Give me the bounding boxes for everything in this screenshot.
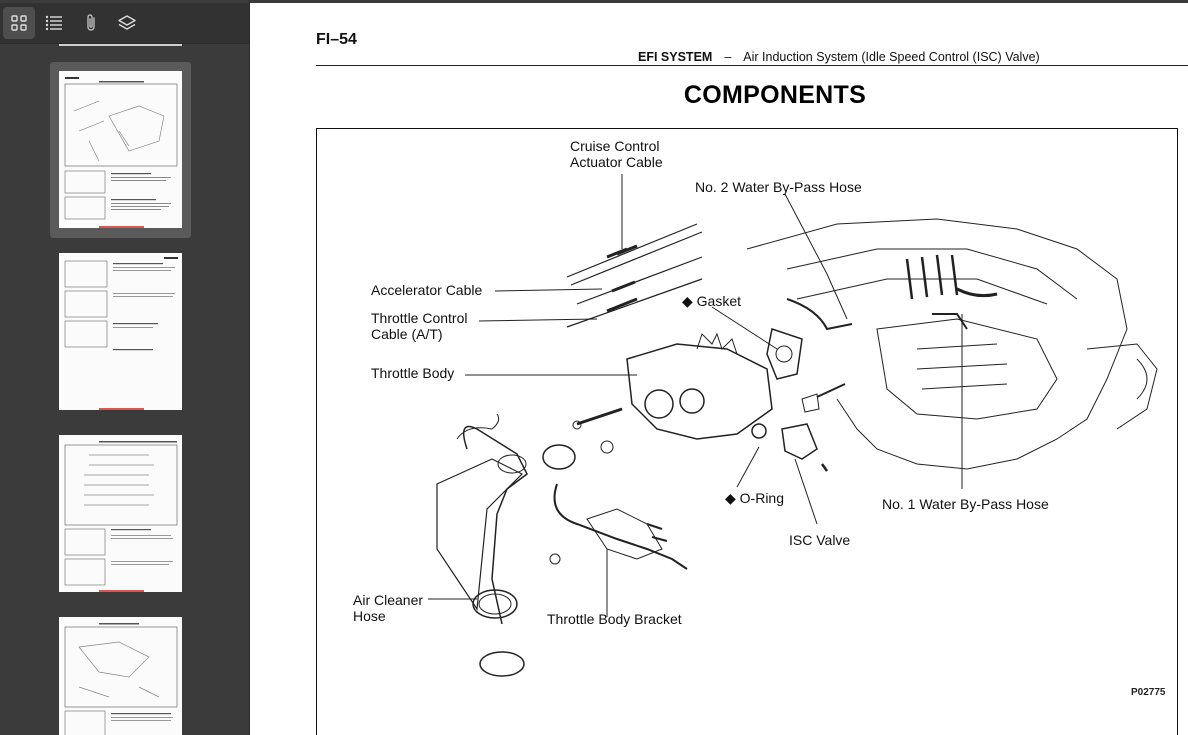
attachments-button[interactable]	[75, 7, 107, 39]
label-throttle-body-bracket: Throttle Body Bracket	[547, 611, 682, 627]
thumbnail-list	[0, 44, 249, 735]
sidebar-toolbar	[0, 3, 249, 44]
label-isc-valve: ISC Valve	[789, 532, 851, 548]
label-air-cleaner-line1: Air Cleaner	[353, 592, 424, 608]
throttle-body-shape	[626, 343, 773, 440]
thumbnails-button[interactable]	[3, 7, 35, 39]
header-separator: –	[724, 50, 732, 64]
attachments-icon	[87, 14, 95, 31]
label-cruise-control-line1: Cruise Control	[570, 138, 660, 154]
outline-icon	[45, 15, 62, 31]
label-throttle-control-line1: Throttle Control	[371, 310, 468, 326]
outline-button[interactable]	[38, 7, 70, 39]
page-thumbnail-fi-54[interactable]	[59, 71, 182, 228]
label-no2-water-bypass-hose: No. 2 Water By-Pass Hose	[695, 179, 862, 195]
layers-icon	[118, 15, 136, 30]
label-accelerator-cable: Accelerator Cable	[371, 282, 483, 298]
thumbnails-icon	[11, 15, 27, 31]
window-top-border	[0, 0, 1188, 3]
components-diagram: Cruise Control Actuator Cable No. 2 Wate…	[316, 128, 1178, 735]
layers-button[interactable]	[111, 7, 143, 39]
page-number: FI–54	[316, 31, 357, 48]
thumbnail-preview	[64, 257, 178, 351]
label-gasket: ◆ Gasket	[682, 293, 742, 309]
page-heading: COMPONENTS	[683, 81, 867, 109]
label-throttle-body: Throttle Body	[371, 365, 455, 381]
o-ring-shape	[751, 423, 767, 439]
label-cruise-control-line2: Actuator Cable	[570, 154, 663, 170]
page-thumbnail-fi-56[interactable]	[59, 435, 182, 592]
section-header: EFI SYSTEM–Air Induction System (Idle Sp…	[638, 50, 1040, 64]
air-cleaner-hose-shape	[462, 425, 528, 625]
thumbnail-preview	[64, 623, 178, 735]
isc-valve-shape	[781, 423, 818, 460]
figure-code: P02775	[1131, 687, 1166, 698]
diagram-drawing	[428, 174, 1158, 677]
page-thumbnail-previous[interactable]	[59, 44, 182, 46]
throttle-body-bracket-shape	[553, 483, 688, 570]
header-rule	[316, 65, 1188, 66]
label-o-ring: ◆ O-Ring	[725, 490, 785, 506]
label-no1-water-bypass-hose: No. 1 Water By-Pass Hose	[882, 496, 1049, 512]
thumbnail-sidebar	[0, 0, 250, 735]
page-thumbnail-fi-55[interactable]	[59, 253, 182, 410]
engine-outline	[746, 218, 1128, 470]
document-page: FI–54 EFI SYSTEM–Air Induction System (I…	[250, 3, 1188, 735]
label-air-cleaner-line2: Hose	[353, 608, 386, 624]
page-thumbnail-fi-57[interactable]	[59, 617, 182, 735]
label-throttle-control-line2: Cable (A/T)	[371, 326, 443, 342]
subsection-title: Air Induction System (Idle Speed Control…	[743, 50, 1040, 64]
section-title: EFI SYSTEM	[638, 50, 713, 64]
thumbnail-preview	[64, 77, 178, 220]
thumbnail-preview	[64, 441, 178, 586]
